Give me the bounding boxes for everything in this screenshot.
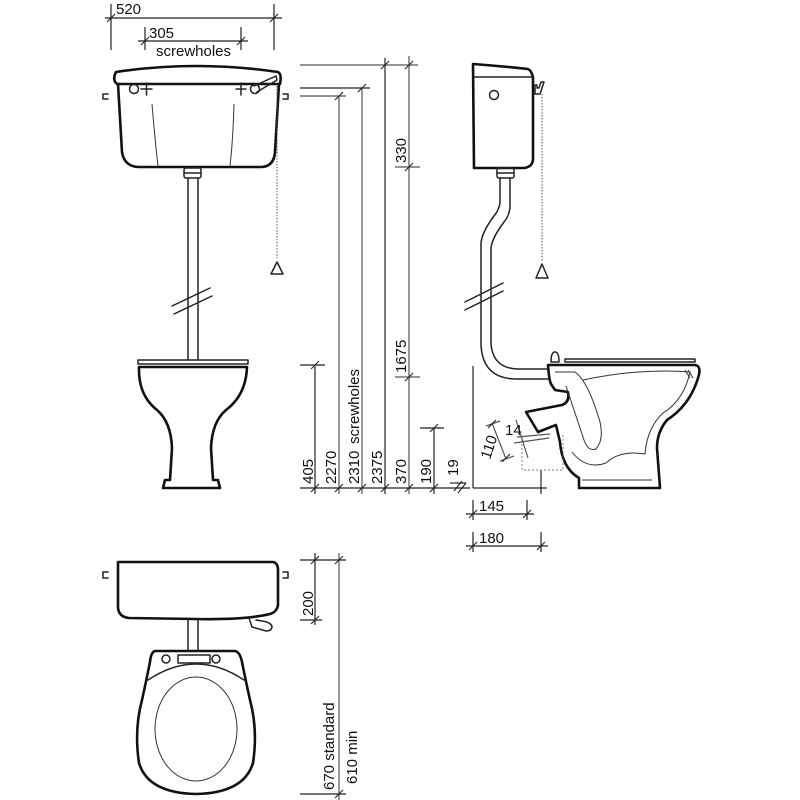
cistern-side <box>471 62 549 279</box>
outlet-height-label: 190 <box>418 459 435 484</box>
screwhole-icon <box>128 83 140 95</box>
cistern-projection-label: 200 <box>300 591 317 616</box>
pan-side <box>524 351 701 490</box>
pull-handle-icon-side <box>535 263 549 279</box>
pan-front <box>137 359 249 490</box>
pan-plan <box>135 649 257 796</box>
projection-standard-label: 670 standard <box>321 702 338 790</box>
flush-pipe-side <box>464 177 549 380</box>
pan-rim-label: 370 <box>393 459 410 484</box>
screwhole-caption: screwholes <box>156 43 231 60</box>
side-view: 110 14 145 180 <box>464 62 701 552</box>
flush-pipe-label: 1675 <box>393 340 410 373</box>
floor-offset-label: 19 <box>445 459 462 476</box>
setback-dimensions: 145 180 <box>466 498 548 552</box>
cistern-front <box>102 64 289 275</box>
outlet-diameter-label: 110 <box>478 433 502 461</box>
height-dimensions: 405 2270 2310 screwholes 2375 330 1675 3… <box>300 56 470 494</box>
plan-dimensions: 200 670 standard 610 min <box>300 553 361 800</box>
projection-min-label: 610 min <box>344 731 361 784</box>
dimension-305: 305 screwholes <box>138 25 248 60</box>
screwhole-low-label: 2270 <box>323 451 340 484</box>
cistern-plan <box>102 560 289 652</box>
top-of-cistern-label: 2375 <box>369 451 386 484</box>
outlet-dimensions: 110 14 <box>478 419 564 471</box>
screwhole-high-label: 2310 <box>346 451 363 484</box>
setback-145-label: 145 <box>479 498 504 515</box>
outlet-angle-label: 14 <box>505 422 522 439</box>
width-label: 520 <box>116 1 141 18</box>
pull-handle-icon <box>270 261 284 275</box>
dimension-520: 520 <box>105 1 282 50</box>
screwholes-vertical-caption: screwholes <box>346 369 363 444</box>
cistern-height-label: 330 <box>393 138 410 163</box>
flush-pipe-front <box>171 167 213 361</box>
pan-height-label: 405 <box>300 459 317 484</box>
screwhole-span-label: 305 <box>149 25 174 42</box>
front-view: 520 305 screwholes <box>102 1 289 490</box>
plan-view: 200 670 standard 610 min <box>102 553 361 800</box>
setback-180-label: 180 <box>479 530 504 547</box>
